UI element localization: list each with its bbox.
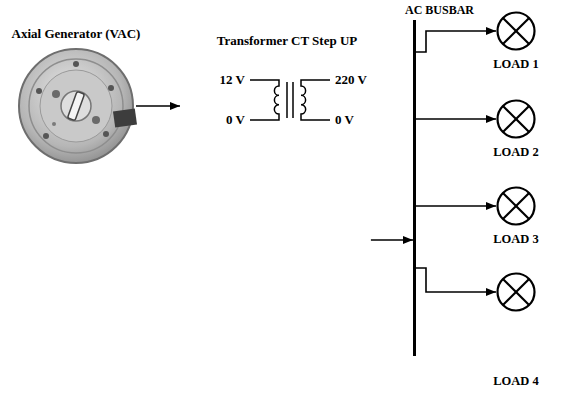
transformer-node: Transformer CT Step UP 12 V 0 V 220 V 0 V: [180, 30, 371, 252]
voltage-label: 12 V: [220, 73, 245, 88]
node-label: LOAD 3: [493, 232, 539, 246]
surface-mark: [52, 122, 56, 126]
mount-hole: [52, 90, 60, 98]
node-label: Axial Generator (VAC): [12, 27, 141, 42]
node-label: Transformer CT Step UP: [217, 34, 357, 49]
connector-arrow: [416, 118, 496, 120]
connector-arrow: [136, 105, 180, 107]
screw-hole: [108, 85, 114, 91]
voltage-label: 0 V: [335, 113, 354, 128]
node-label: LOAD 1: [493, 57, 539, 71]
screw-hole: [43, 133, 49, 139]
load-lamp: LOAD 4: [496, 272, 536, 312]
connector-arrow: [416, 205, 496, 207]
generator-plate: [40, 70, 112, 142]
lamp-cross: [503, 193, 529, 219]
generator-node: Axial Generator (VAC): [16, 46, 136, 166]
voltage-label: 0 V: [226, 113, 245, 128]
lamp-cross: [503, 18, 529, 44]
screw-hole: [103, 131, 109, 137]
lamp-symbol: [496, 11, 536, 51]
load-lamp: LOAD 3: [496, 186, 536, 226]
lamp-circle: [498, 188, 535, 225]
lamp-cross: [503, 106, 529, 132]
load-lamp: LOAD 1: [496, 11, 536, 51]
connector-arrow: [371, 239, 413, 241]
lamp-circle: [498, 274, 535, 311]
lamp-cross: [503, 18, 529, 44]
mount-hole: [92, 116, 100, 124]
node-label: AC BUSBAR: [405, 4, 474, 18]
node-label: LOAD 4: [493, 374, 539, 388]
lamp-circle: [498, 101, 535, 138]
secondary-coil: [301, 80, 330, 120]
transformer-core: [292, 82, 294, 118]
voltage-label: 220 V: [335, 73, 367, 88]
generator-disc: [19, 49, 133, 163]
lamp-cross: [503, 279, 529, 305]
lamp-symbol: [496, 99, 536, 139]
lamp-cross: [503, 106, 529, 132]
node-label: LOAD 2: [493, 145, 539, 159]
lamp-symbol: [496, 186, 536, 226]
ac-busbar: AC BUSBAR: [413, 20, 416, 356]
load-lamp: LOAD 2: [496, 99, 536, 139]
generator-ring: [29, 59, 123, 153]
transformer-symbol: [250, 80, 330, 120]
connector-arrow: [416, 268, 496, 292]
transformer-core: [286, 82, 288, 118]
generator-hub: [61, 91, 91, 121]
generator-photo: [19, 49, 137, 163]
lamp-cross: [503, 193, 529, 219]
connector-arrow: [416, 31, 496, 52]
primary-coil: [250, 80, 279, 120]
screw-hole: [36, 88, 42, 94]
lamp-cross: [503, 279, 529, 305]
screw-hole: [73, 61, 79, 67]
lamp-symbol: [496, 272, 536, 312]
lamp-circle: [498, 13, 535, 50]
shaft-slot: [67, 91, 84, 120]
cable-tab: [113, 109, 137, 128]
